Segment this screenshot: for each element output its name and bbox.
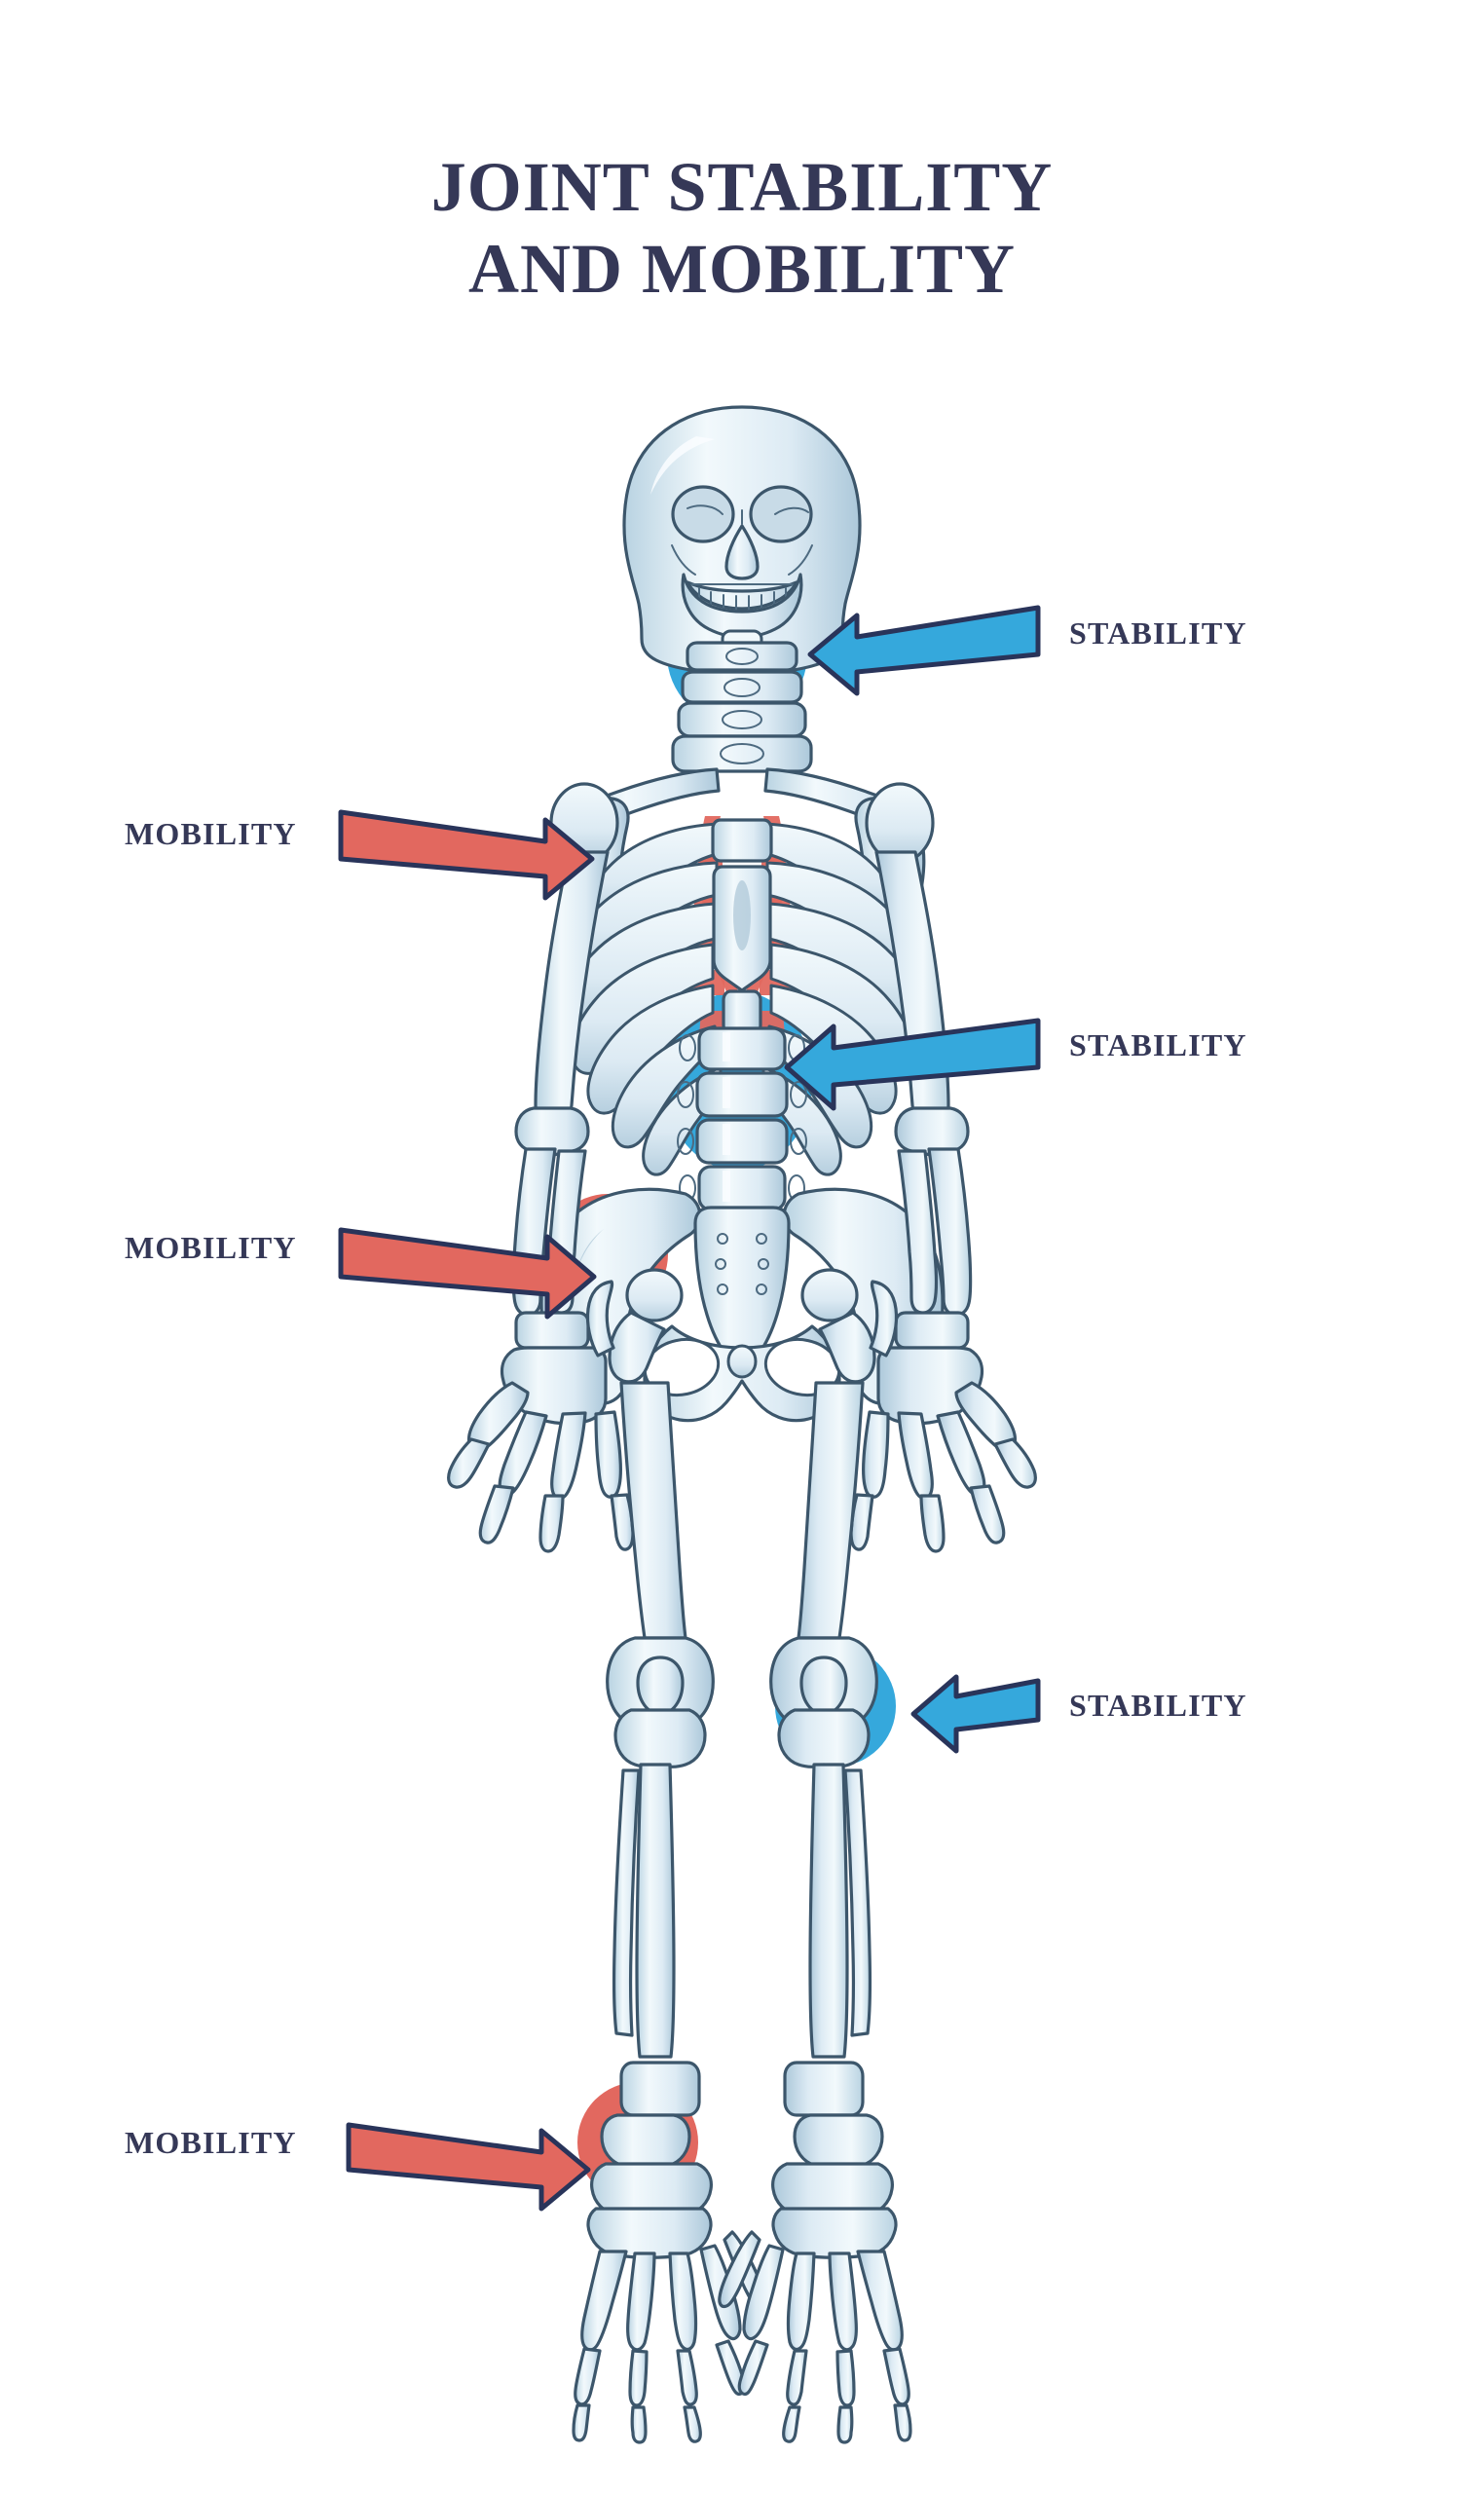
arrow-lumbar-stability: [784, 1018, 1041, 1111]
arrow-knee-stability: [910, 1674, 1041, 1754]
title-line-1: JOINT STABILITY: [430, 148, 1054, 226]
foot-left: [572, 2162, 766, 2444]
annotation-arrows: [338, 605, 1041, 2212]
arrow-ankle-mobility: [346, 2122, 591, 2212]
label-lumbar-stability: STABILITY: [1069, 1027, 1247, 1062]
label-knee-stability: STABILITY: [1069, 1688, 1247, 1723]
arm-right: [823, 782, 1037, 1553]
cervical-spine: [671, 629, 813, 773]
lumbar-spine: [677, 1026, 807, 1211]
arm-left: [447, 782, 661, 1553]
arrow-thoracic-mobility: [338, 809, 595, 901]
title-line-2: AND MOBILITY: [467, 230, 1017, 309]
hand-left: [447, 1346, 661, 1553]
arrow-cervical-stability: [807, 605, 1041, 696]
sternum: [711, 818, 773, 1048]
label-hip-mobility: MOBILITY: [125, 1230, 297, 1265]
skeleton-body: [447, 405, 1037, 2444]
leg-right: [718, 1268, 912, 2444]
arrow-hip-mobility: [338, 1227, 597, 1320]
page-title: JOINT STABILITY AND MOBILITY: [0, 146, 1484, 310]
label-cervical-stability: STABILITY: [1069, 615, 1247, 651]
label-ankle-mobility: MOBILITY: [125, 2125, 297, 2160]
label-thoracic-mobility: MOBILITY: [125, 816, 297, 851]
skull: [622, 405, 862, 676]
